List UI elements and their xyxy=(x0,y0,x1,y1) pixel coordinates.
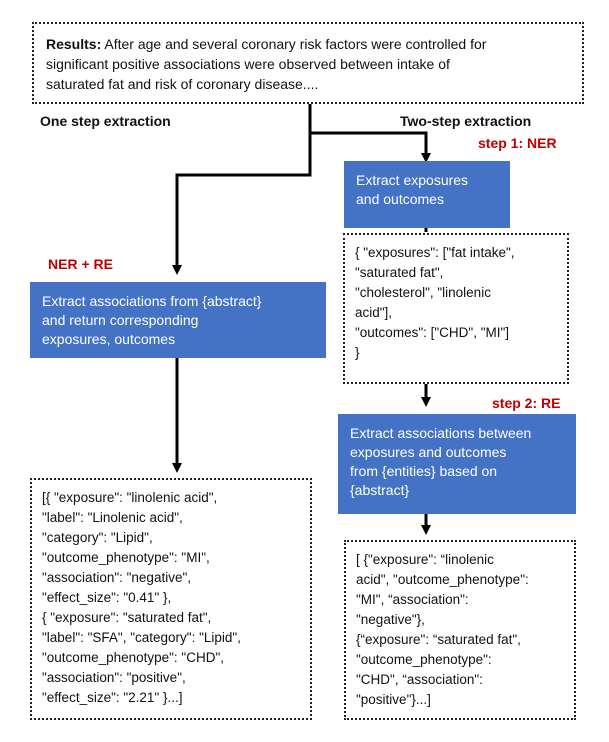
results-text-line-1: After age and several coronary risk fact… xyxy=(104,36,487,52)
step1-label: step 1: NER xyxy=(478,135,557,151)
two-step-label: Two-step extraction xyxy=(400,113,532,129)
one-step-box-line-2: and return corresponding xyxy=(42,312,199,328)
branch-one-step xyxy=(172,133,312,275)
one-step-output-line: "effect_size": "2.21" }...] xyxy=(42,690,183,705)
one-step-output-line: "outcome_phenotype": "CHD", xyxy=(42,650,225,665)
extract-exposures-line-2: and outcomes xyxy=(356,191,444,207)
one-step-output-line: "effect_size": "0.41" }, xyxy=(42,590,172,605)
one-step-box-line-3: exposures, outcomes xyxy=(42,331,176,347)
entities-line: "saturated fat", xyxy=(355,265,444,280)
two-step-box-line-2: exposures and outcomes xyxy=(350,444,507,460)
entities-line: "cholesterol", "linolenic xyxy=(355,285,491,300)
branch-two-step xyxy=(310,131,431,163)
two-step-output-line: acid", "outcome_phenotype": xyxy=(356,572,529,587)
one-step-output-line: "outcome_phenotype": "MI", xyxy=(42,550,210,565)
two-step-output-line: "CHD", “association": xyxy=(356,672,483,687)
results-label: Results: xyxy=(46,36,102,52)
results-box: Results: After age and several coronary … xyxy=(32,22,584,104)
two-step-output-line: [ {"exposure": “linolenic xyxy=(356,552,494,567)
results-text-line-3: saturated fat and risk of coronary disea… xyxy=(46,76,319,92)
one-step-label: One step extraction xyxy=(40,113,171,129)
entities-line: } xyxy=(355,345,360,360)
one-step-output-line: [{ "exposure": "linolenic acid", xyxy=(42,490,218,505)
entities-line: acid"], xyxy=(355,305,393,320)
results-text-line-2: significant positive associations were o… xyxy=(46,56,450,72)
two-step-output-line: "MI", “association": xyxy=(356,592,469,607)
one-step-output-line: "category": "Lipid", xyxy=(42,530,153,545)
two-step-box-line-1: Extract associations between xyxy=(350,425,532,441)
one-step-output-line: "association": "positive", xyxy=(42,670,186,685)
two-step-output-box: [ {"exposure": “linolenic acid", "outcom… xyxy=(344,540,576,720)
ner-re-label: NER + RE xyxy=(48,256,113,272)
two-step-output-line: "negative"}, xyxy=(356,612,425,627)
two-step-box-line-3: from {entities} based on xyxy=(350,463,498,479)
one-step-output-line: { "exposure": "saturated fat", xyxy=(42,610,212,625)
one-step-output-line: "association": "negative", xyxy=(42,570,192,585)
two-step-output-line: "outcome_phenotype": xyxy=(356,652,492,667)
two-step-output-line: "positive"}...] xyxy=(356,692,431,707)
extract-exposures-line-1: Extract exposures xyxy=(356,172,469,188)
entities-json-box: { "exposures": ["fat intake", "saturated… xyxy=(343,233,569,384)
entities-line: { "exposures": ["fat intake", xyxy=(355,245,515,260)
extract-associations-one-step-box: Extract associations from {abstract} and… xyxy=(30,282,326,358)
step2-label: step 2: RE xyxy=(492,395,561,411)
one-step-output-line: "label": "Linolenic acid", xyxy=(42,510,183,525)
extract-associations-two-step-box: Extract associations between exposures a… xyxy=(338,414,576,514)
one-step-output-box: [{ "exposure": "linolenic acid", "label"… xyxy=(30,478,312,720)
one-step-output-line: "label": "SFA", "category": "Lipid", xyxy=(42,630,241,645)
entities-line: "outcomes": ["CHD", "MI"] xyxy=(355,325,510,340)
extract-exposures-box: Extract exposures and outcomes xyxy=(344,161,510,228)
two-step-box-line-4: {abstract} xyxy=(350,482,410,498)
one-step-box-line-1: Extract associations from {abstract} xyxy=(42,293,262,309)
two-step-output-line: {“exposure": “saturated fat", xyxy=(356,632,521,647)
